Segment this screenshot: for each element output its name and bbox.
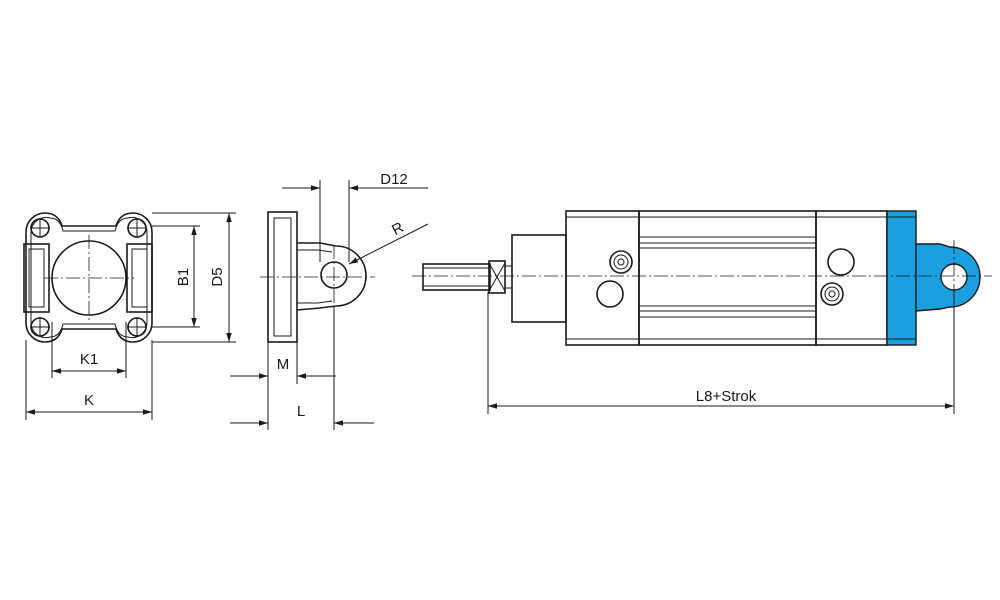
- piston-rod: [422, 263, 491, 291]
- flange-side-view: [260, 211, 375, 343]
- port-screw: [609, 250, 633, 274]
- dimension-d12: D12: [282, 171, 428, 262]
- bolt-hole: [30, 218, 50, 238]
- rod-bearing: [511, 234, 567, 323]
- flange-front-view: [23, 212, 153, 343]
- rear-end-cap: [815, 210, 888, 346]
- dimension-b1: B1: [152, 225, 200, 328]
- dimension-d5: D5: [152, 212, 236, 343]
- port-screw: [820, 282, 844, 306]
- port-opening: [827, 248, 855, 276]
- rear-pivot-mount: [886, 210, 981, 346]
- dimension-k: K: [25, 340, 153, 420]
- front-end-cap: [565, 210, 640, 346]
- side-slot: [126, 243, 153, 313]
- label-m: M: [277, 356, 290, 373]
- bolt-hole: [30, 317, 50, 337]
- cylinder-barrel: [638, 210, 817, 346]
- dimension-r: R: [348, 219, 429, 265]
- label-d12: D12: [380, 171, 408, 188]
- label-d5: D5: [209, 267, 226, 286]
- dimension-m: M: [230, 342, 336, 430]
- dimension-l8-stroke: L8+Strok: [487, 292, 955, 414]
- label-k: K: [84, 392, 94, 409]
- dimension-l: L: [230, 306, 374, 430]
- label-b1: B1: [175, 268, 192, 286]
- bolt-hole: [127, 317, 147, 337]
- label-k1: K1: [80, 351, 98, 368]
- label-l: L: [297, 403, 305, 420]
- bolt-hole: [127, 218, 147, 238]
- label-l8-stroke: L8+Strok: [696, 388, 757, 405]
- port-opening: [596, 280, 624, 308]
- cylinder-assembly: [412, 210, 992, 346]
- dimension-k1: K1: [51, 322, 127, 378]
